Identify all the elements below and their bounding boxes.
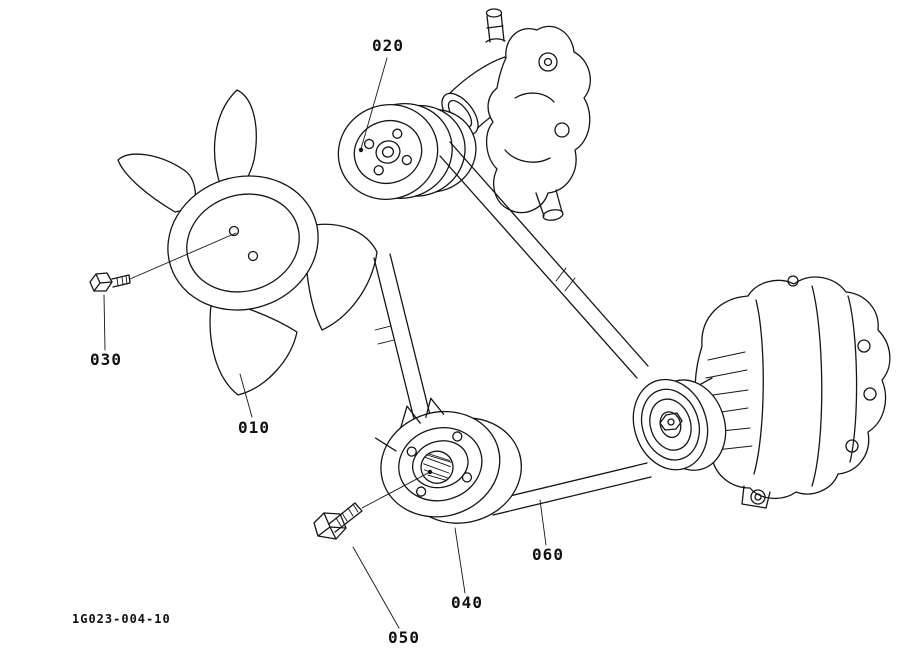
fan-drive-hub-illustration (374, 397, 522, 524)
belt-bottom-run (488, 462, 648, 502)
bolt-050-axis-line (361, 471, 431, 509)
part-callout-040: 040 (451, 593, 483, 612)
water-pump-nipple-top (485, 8, 503, 18)
alternator-vent-fins (705, 351, 753, 451)
water-pump-contour (514, 92, 555, 103)
part-callout-030: 030 (90, 350, 122, 369)
leader-050 (352, 546, 400, 629)
fan-blade-bottom (209, 297, 298, 396)
leader-020 (360, 57, 388, 150)
belt-section-marks (555, 267, 576, 292)
fan-illustration (117, 89, 378, 396)
alternator-shaft-nut-hole (667, 418, 675, 426)
alternator-mount-lug (741, 485, 771, 509)
hub-bolt-hole (406, 446, 417, 457)
alternator-illustration (632, 275, 891, 509)
fan-blade-right (305, 223, 378, 331)
fan-hub-hole (228, 225, 240, 237)
hub-inner-ring (398, 427, 483, 502)
fan-ring-inner (186, 193, 300, 293)
hub-bolt-hole (415, 486, 427, 497)
part-callout-060: 060 (532, 545, 564, 564)
alternator-contour (753, 299, 764, 475)
bolt-030-head (89, 272, 113, 292)
hub-tab (400, 405, 421, 429)
water-pump-boss-hole (543, 57, 553, 67)
belt-bottom-run (492, 476, 652, 516)
water-pump-boss (538, 52, 558, 72)
pulley-bolt-hole (401, 154, 413, 166)
alternator-lug-hole-inner (754, 493, 762, 501)
part-callout-010: 010 (238, 418, 270, 437)
fan-hub-hole (247, 250, 259, 262)
belt-left-run (389, 253, 432, 420)
water-pump-nipple (500, 12, 505, 42)
leader-010 (239, 373, 253, 418)
alternator-lug-hole (750, 489, 766, 505)
drawing-number: 1G023-004-10 (72, 612, 171, 626)
alternator-pulley-ring (640, 388, 700, 461)
water-pump-illustration (441, 8, 591, 221)
alternator-boss (857, 339, 871, 353)
alternator-ear (787, 275, 799, 287)
water-pump-outlet-flange (542, 209, 564, 221)
pulley-inner-ring (353, 119, 423, 185)
bolt-030-threads (116, 275, 128, 287)
alternator-pulley-groove (649, 398, 692, 451)
alternator-boss (863, 387, 877, 401)
bolt-030-axis-line (129, 232, 237, 280)
bolt-030-shank (111, 274, 131, 288)
alternator-body (694, 276, 891, 499)
leader-020-dot (358, 147, 364, 153)
belt-top-run (449, 141, 649, 367)
hub-spline-hatch (423, 453, 452, 481)
water-pump-outlet (535, 189, 563, 217)
belt-section-marks (374, 325, 395, 345)
part-callout-020: 020 (372, 36, 404, 55)
alternator-shaft-nut (659, 412, 683, 431)
hub-web (374, 437, 397, 452)
leader-030 (103, 294, 106, 351)
belt-top-run (439, 155, 638, 379)
leader-040 (454, 527, 466, 594)
leader-lines (103, 57, 547, 629)
pulley-center-bore-inner (381, 146, 395, 158)
pulley-bolt-hole (363, 138, 375, 150)
part-callout-050: 050 (388, 628, 420, 647)
water-pump-contour (504, 149, 551, 163)
water-pump-nipple-base (485, 38, 506, 43)
pulley-face (337, 103, 439, 201)
bolt-030-head-facets (93, 273, 113, 292)
bolt-050-threads (335, 503, 359, 527)
pulley-center-bore (375, 140, 401, 164)
hub-inner-ring2 (412, 440, 469, 489)
hub-tab (425, 397, 445, 419)
pulley-bolt-hole (373, 165, 384, 176)
hub-bolt-hole (452, 431, 463, 442)
fan-blade-left (117, 153, 197, 213)
alternator-pulley-hub (659, 411, 682, 439)
belt-illustration (373, 141, 652, 516)
bolt-050-head-facets (317, 512, 347, 540)
bolt-050-illustration (313, 469, 433, 540)
alternator-contour (847, 295, 858, 463)
alternator-contour (811, 285, 823, 487)
water-pump-body (486, 25, 591, 214)
alternator-boss (845, 439, 859, 453)
water-pump-nipple-band (486, 25, 504, 29)
pulley-bolt-hole (392, 128, 403, 139)
bolt-030-illustration (89, 232, 237, 292)
bolt-050-axis-dot (427, 469, 433, 475)
water-pump-nipple (486, 15, 491, 43)
water-pump-port (554, 122, 570, 138)
belt-left-run (373, 257, 416, 424)
leader-060 (539, 499, 547, 546)
hub-bolt-hole (461, 472, 473, 483)
